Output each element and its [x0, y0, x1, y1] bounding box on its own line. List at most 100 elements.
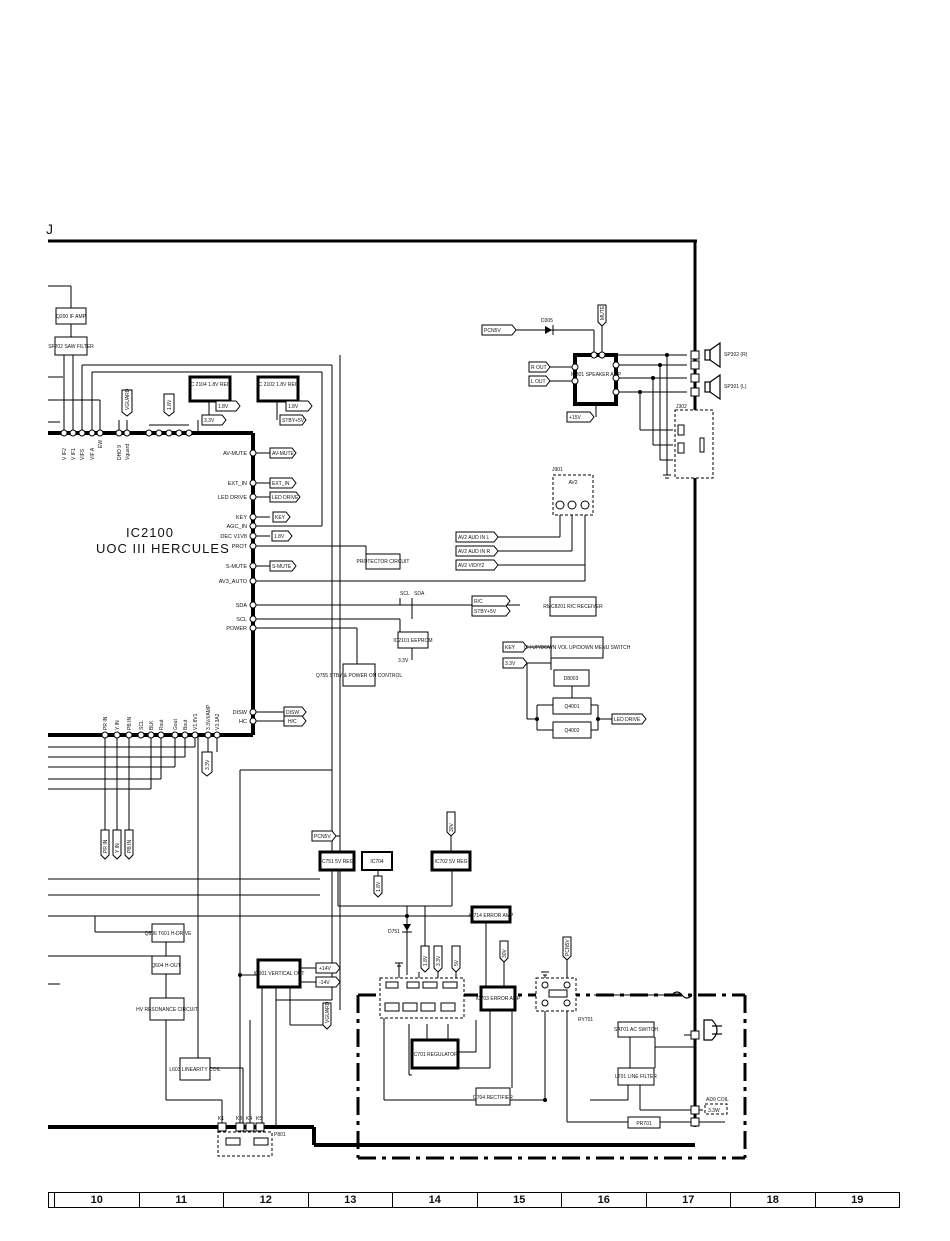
- pin-33amp: 3.3V/I/AMP: [206, 704, 212, 730]
- grid-col-19: 19: [814, 1193, 900, 1207]
- v18b-tag: 1.8V: [288, 404, 299, 410]
- grid-col-12: 12: [223, 1193, 308, 1207]
- ic2101-label: IC2101 EEPROM: [393, 638, 432, 644]
- grid-ruler: 10 11 12 13 14 15 16 17 18 19: [48, 1192, 900, 1208]
- ic704-label: IC704: [370, 859, 384, 865]
- pin-pb-in: PB IN: [127, 717, 133, 730]
- pin-agc-in: AGC_IN: [227, 524, 248, 530]
- pcnsv2-tag: PCN5V: [314, 834, 331, 840]
- minus14-tag: -14V: [319, 980, 330, 986]
- q4001-label: Q4001: [564, 704, 579, 710]
- pin-hc: HC: [239, 719, 247, 725]
- ic2104-label: IC 2104 1.8V REG: [189, 382, 231, 388]
- v33c-tag: 3.3V: [205, 759, 211, 770]
- disw-tag: DISW: [286, 710, 299, 716]
- v18c-tag: 1.8V: [376, 881, 382, 892]
- d305-label: D305: [541, 318, 553, 324]
- ry701-label: RY701: [578, 1017, 593, 1023]
- scl-label: SCL: [400, 591, 410, 597]
- k5-label: K5: [256, 1116, 262, 1122]
- pin-vifa: VIF A: [90, 447, 96, 460]
- grid-col-11: 11: [138, 1193, 224, 1207]
- d704-label: D704 RECTIFIER: [473, 1095, 513, 1101]
- sheet-letter: J: [46, 221, 53, 237]
- ic751-label: IC751 5V REG: [320, 859, 353, 865]
- pin-sda: SDA: [236, 603, 248, 609]
- v18-vert-tag: 1.8V: [167, 399, 173, 410]
- grid-col-15: 15: [476, 1193, 562, 1207]
- key-tag: KEY: [275, 515, 286, 521]
- pin-disw: DISW: [233, 710, 248, 716]
- d751-label: D751: [388, 929, 400, 935]
- pin-vif1: V IF1: [71, 448, 77, 460]
- ic701-label: IC701 REGULATOR: [412, 1052, 458, 1058]
- pin-dec-v1v8: DEC V1V8: [220, 534, 247, 540]
- av2-v-tag: AV2 VID/Y2: [458, 563, 485, 569]
- v15-tag: +15V: [569, 415, 581, 421]
- dec18-tag: 1.8V: [274, 534, 285, 540]
- vd-tag: 30V: [502, 948, 508, 958]
- ext-in-tag: EXT_IN: [272, 481, 290, 487]
- rmc8201-label: RMC8201 R/C RECEIVER: [543, 604, 603, 610]
- k1-label: K1: [218, 1116, 224, 1122]
- av2-r-tag: AV2 AUD IN R: [458, 549, 491, 555]
- pin-key: KEY: [236, 515, 247, 521]
- pb-in-tag: PB IN: [127, 840, 133, 853]
- q604-label: Q604 H-OUT: [151, 963, 180, 969]
- j901-label: J901: [552, 467, 563, 473]
- q755-label: Q755 STBY & POWER ON CONTROL: [316, 673, 403, 679]
- plus14-tag: +14V: [319, 966, 331, 972]
- ic301-label: IC301 SPEAKER AMP: [571, 372, 622, 378]
- grid-col-10: 10: [54, 1193, 139, 1207]
- pin-pr-in: PR IN: [103, 716, 109, 730]
- pin-power: POWER: [226, 626, 247, 632]
- protector-label: PROTECTOR CIRCUIT: [357, 559, 410, 565]
- grid-col-16: 16: [561, 1193, 646, 1207]
- s701-label: SAT01 AC SWITCH: [614, 1027, 658, 1033]
- grid-col-13: 13: [307, 1193, 393, 1207]
- q606-label: Q606 T601 H-DRIVE: [145, 931, 193, 937]
- vguard-tag: VGUARD: [125, 388, 131, 410]
- ic702-label: IC702 5V REG: [434, 859, 467, 865]
- sda-label: SDA: [414, 591, 425, 597]
- r-out-tag: R OUT: [531, 365, 547, 371]
- ad9-value: 3.3W: [708, 1108, 720, 1114]
- ic501-label: IC501 VERTICAL OUT: [254, 971, 305, 977]
- ic703-label: IC703 ERROR AMP: [476, 996, 521, 1002]
- pin-dhd9: DHD 9: [117, 445, 123, 460]
- pin-s-mute: S-MUTE: [226, 564, 247, 570]
- ad9-label: AD9 COIL: [706, 1097, 729, 1103]
- pin-ew: EW: [98, 440, 104, 448]
- hres-label: HV RESONANCE CIRCUIT: [136, 1007, 198, 1013]
- sf202-label: SF202 SAW FILTER: [48, 344, 94, 350]
- pr701-label: PR701: [636, 1121, 652, 1127]
- q200-label: Q200 IF AMP: [56, 314, 87, 320]
- d8003-label: D8003: [564, 676, 579, 682]
- pin-rout: Rout: [159, 719, 165, 730]
- p2-18-tag: 1.8V: [423, 955, 429, 966]
- pin-v33a2: V3.3A2: [215, 713, 221, 730]
- rc-tag: R/C: [474, 599, 483, 605]
- pin-y-in: Y IN: [115, 720, 121, 730]
- p2-33-tag: 3.3V: [436, 955, 442, 966]
- main-ic-ref: IC2100: [126, 525, 174, 540]
- main-ic-name: UOC III HERCULES: [96, 541, 230, 556]
- p2-5-tag: 5V: [454, 959, 460, 966]
- led2-tag: LED DRIVE: [614, 717, 641, 723]
- pin-gout: Gout: [173, 719, 179, 730]
- pin-v18v1: V1.8V1: [193, 713, 199, 730]
- av2-label: AV2: [568, 480, 577, 486]
- grid-col-14: 14: [392, 1193, 477, 1207]
- key2-tag: KEY: [505, 645, 516, 651]
- stby2-tag: STBY+5V: [474, 609, 497, 615]
- vguard2-tag: VGUARD: [325, 1001, 331, 1023]
- pin-ext-in: EXT_IN: [228, 481, 247, 487]
- hc-tag: H/C: [288, 719, 297, 725]
- pcnsv3-tag: PCN5V: [565, 939, 571, 956]
- v33a-tag: 3.3V: [204, 418, 215, 424]
- pin-scl-r: SCL: [236, 617, 247, 623]
- av-mute-tag: AV-MUTE: [272, 451, 295, 457]
- grid-col-18: 18: [730, 1193, 815, 1207]
- j302-label: J302: [676, 404, 687, 410]
